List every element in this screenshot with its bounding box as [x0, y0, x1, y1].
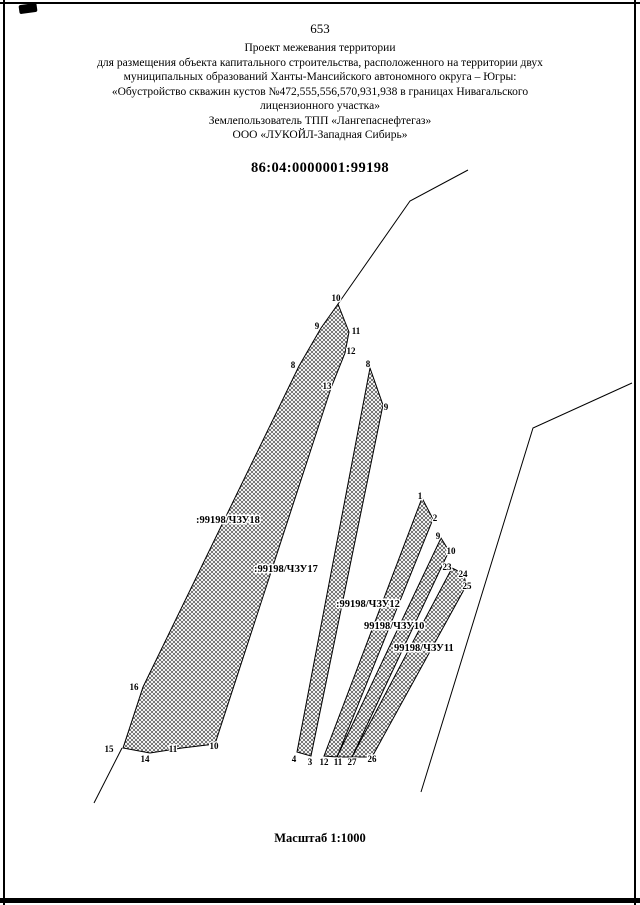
point-number-label: 15 — [105, 744, 115, 754]
parcel-label: 99198/ЧЗУ11 — [394, 643, 454, 654]
quarter-boundary-line — [420, 382, 633, 793]
point-number-label: 10 — [447, 546, 457, 556]
point-number-label: 12 — [320, 757, 330, 767]
document-title: Проект межевания территории для размещен… — [40, 41, 600, 143]
scan-border-top — [0, 2, 640, 4]
parcel-polygon — [351, 567, 467, 758]
quarter-boundary-line — [93, 747, 123, 804]
point-number-label: 23 — [443, 562, 453, 572]
page-number: 653 — [310, 21, 330, 36]
title-line: лицензионного участка» — [260, 100, 380, 112]
point-number-label: 2 — [433, 513, 438, 523]
scan-border-bottom — [0, 898, 640, 903]
point-number-label: 16 — [130, 682, 140, 692]
point-number-label: 12 — [347, 346, 357, 356]
point-number-label: 1 — [418, 491, 423, 501]
parcel-label: 99198/ЧЗУ10 — [364, 621, 424, 632]
quarter-boundary-line — [337, 169, 469, 305]
point-number-label: 3 — [308, 757, 313, 767]
boundary-lines-group — [93, 169, 633, 804]
point-number-label: 10 — [210, 741, 220, 751]
point-number-label: 11 — [169, 744, 178, 754]
labels-group: :99198/ЧЗУ18:99198/ЧЗУ17:99198/ЧЗУ129919… — [103, 292, 473, 769]
parcel-polygon — [296, 366, 384, 757]
parcel-polygon — [122, 302, 350, 754]
point-number-label: 9 — [315, 321, 320, 331]
title-line: Землепользователь ТПП «Лангепаснефтегаз» — [208, 114, 432, 127]
point-number-label: 26 — [368, 754, 378, 764]
point-number-label: 13 — [323, 381, 333, 391]
point-number-label: 9 — [436, 531, 441, 541]
point-number-label: 27 — [348, 757, 358, 767]
title-line: Проект межевания территории — [244, 42, 396, 54]
parcel-label: :99198/ЧЗУ12 — [336, 599, 400, 610]
title-line: для размещения объекта капитального стро… — [97, 56, 543, 69]
point-number-label: 24 — [459, 569, 469, 579]
scale-label: Масштаб 1:1000 — [274, 831, 366, 845]
title-line: ООО «ЛУКОЙЛ-Западная Сибирь» — [232, 129, 408, 141]
point-number-label: 9 — [384, 402, 389, 412]
scan-border-right — [634, 0, 636, 905]
point-number-label: 11 — [352, 326, 361, 336]
point-number-label: 8 — [366, 359, 371, 369]
parcel-label: :99198/ЧЗУ18 — [196, 515, 260, 526]
title-line: «Обустройство скважин кустов №472,555,55… — [111, 85, 529, 98]
parcel-label: :99198/ЧЗУ17 — [254, 564, 318, 575]
point-number-label: 14 — [141, 754, 151, 764]
scan-border-left — [3, 0, 5, 905]
point-number-label: 4 — [292, 754, 297, 764]
title-line: муниципальных образований Ханты-Мансийск… — [123, 71, 517, 83]
point-number-label: 8 — [291, 360, 296, 370]
point-number-label: 25 — [463, 581, 473, 591]
point-number-label: 10 — [332, 293, 342, 303]
point-number-label: 11 — [334, 757, 343, 767]
parcel-polygons-group — [122, 302, 467, 758]
cadastral-quarter-number: 86:04:0000001:99198 — [250, 160, 390, 176]
